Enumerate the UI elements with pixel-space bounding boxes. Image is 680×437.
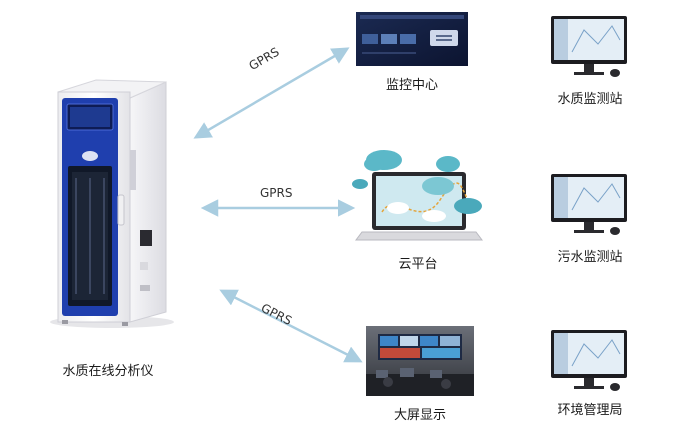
control-room-photo-icon (366, 326, 474, 396)
link-arrow-bottom (219, 289, 363, 363)
station-monitor-icon-2 (551, 174, 627, 235)
link-arrow-top (193, 47, 350, 139)
station-monitor-icon-3 (551, 330, 627, 391)
monitoring-dashboard-icon (356, 12, 468, 66)
target-label-big-screen: 大屏显示 (393, 408, 446, 423)
target-label-cloud-platform: 云平台 (398, 257, 438, 272)
link-label-middle: GPRS (260, 186, 293, 200)
station-label-environment-bureau: 环境管理局 (557, 403, 623, 418)
cloud-laptop-icon (352, 150, 483, 241)
station-label-water-quality: 水质监测站 (557, 92, 623, 107)
target-label-monitoring-center: 监控中心 (385, 78, 438, 93)
device-label: 水质在线分析仪 (62, 364, 154, 379)
station-monitor-icon-1 (551, 16, 627, 77)
station-label-sewage: 污水监测站 (557, 250, 623, 265)
analyzer-cabinet-icon (50, 79, 174, 328)
